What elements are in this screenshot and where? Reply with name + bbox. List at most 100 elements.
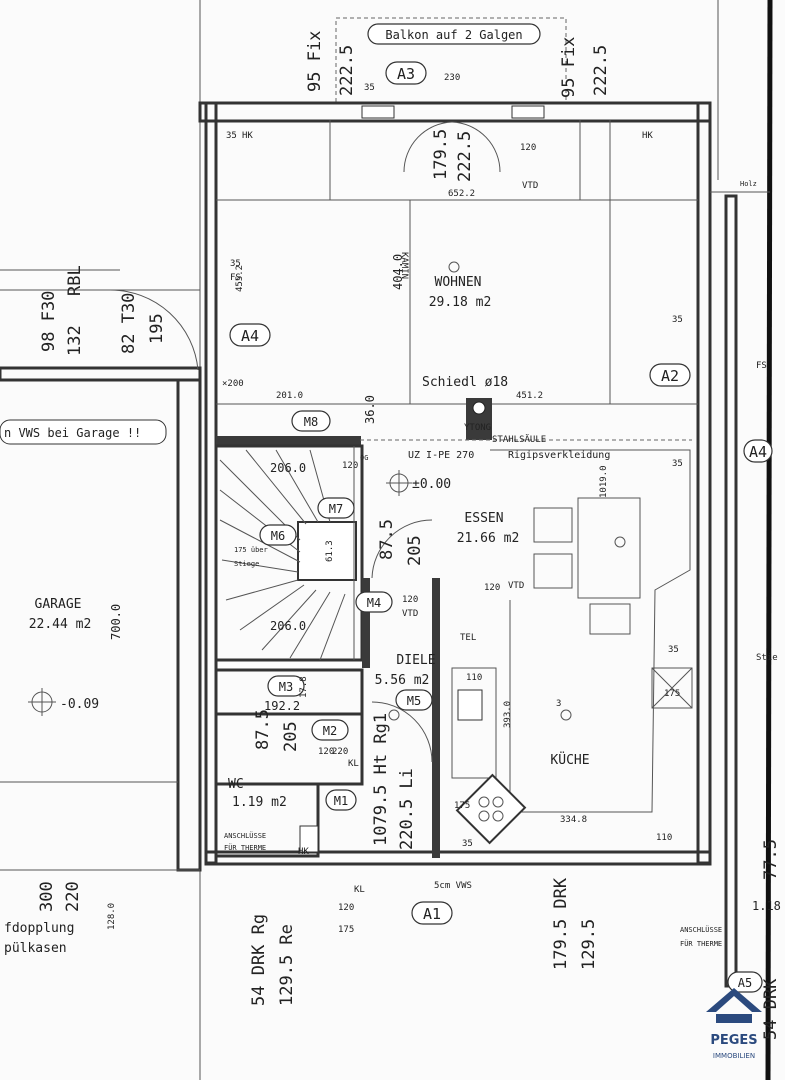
room-wc (214, 782, 320, 858)
dim-195: 195 (147, 313, 167, 344)
dim-201: 201.0 (276, 391, 303, 401)
kitchen-outline (490, 449, 691, 813)
label-kamin: KAMIN (399, 252, 409, 279)
label-hk-1: HK (242, 131, 253, 141)
room-garage-name: GARAGE (35, 597, 82, 612)
dim-2225-mid: 222.5 (455, 131, 475, 182)
stair-wall-top (216, 436, 361, 446)
dim-206a: 206.0 (270, 461, 306, 475)
axis-a5-box (727, 971, 763, 993)
burner-2 (492, 796, 504, 808)
marker-m4: M4 (367, 596, 381, 610)
label-level-main: ±0.00 (412, 477, 451, 492)
label-vws5: 5cm VWS (434, 881, 472, 891)
dim-rbl: RBL (65, 265, 85, 296)
dim-120b: 120 (342, 461, 358, 471)
axis-a2: A2 (661, 367, 679, 385)
marker-m8: M8 (304, 415, 318, 429)
label-kl-1: KL (348, 759, 359, 769)
chair-1 (533, 507, 573, 543)
dim-404: 404.0 (391, 254, 405, 290)
marker-m2: M2 (323, 724, 337, 738)
dim-f30: 98 F30 (39, 291, 59, 352)
dim-175: 175 (454, 801, 470, 811)
label-vtd-3: VTD (508, 581, 524, 591)
door-swing-top-l (403, 121, 453, 173)
label-og: OG (360, 454, 368, 462)
fridge-box (651, 667, 693, 709)
axis-a3: A3 (397, 65, 415, 83)
axis-a4-right: A4 (749, 443, 767, 461)
dim-35b: 35 (462, 839, 473, 849)
dim-455: 455.2 (235, 265, 245, 292)
dim-206b: 206.0 (270, 619, 306, 633)
m5-box (395, 689, 433, 711)
label-hk-3: HK (298, 847, 309, 857)
light-essen-icon (614, 536, 626, 548)
label-uz: UZ I-PE 270 (408, 450, 474, 461)
dim-1280: 128.0 (107, 903, 117, 930)
dim-t30: 82 T30 (119, 293, 139, 354)
dim-2205: 220.5 Li (397, 768, 417, 850)
dim-54-drk-r: 54 DRK (761, 978, 781, 1040)
dim-1795-drk: 179.5 DRK (551, 877, 571, 970)
marker-m5: M5 (407, 694, 421, 708)
kitchen-counter (451, 667, 497, 779)
label-tel: TEL (460, 633, 476, 643)
light-diele-icon (388, 709, 400, 721)
balcony-label: Balkon auf 2 Galgen (385, 28, 522, 42)
logo-sub: IMMOBILIEN (713, 1052, 755, 1060)
dim-360: 36.0 (363, 395, 377, 424)
label-hk-2: HK (642, 131, 653, 141)
room-wc-name: WC (228, 777, 244, 792)
diele-wall-right (432, 578, 440, 858)
room-essen-area: 21.66 m2 (457, 531, 520, 546)
door-swing-top-r (451, 121, 501, 173)
dim-700: 700.0 (109, 604, 123, 640)
dim-178: 17.8 (299, 676, 309, 698)
logo-base-icon (716, 1014, 752, 1023)
label-vtd-1: VTD (522, 181, 538, 191)
dim-3: 3 (556, 699, 561, 709)
room-wohnen-name: WOHNEN (435, 275, 482, 290)
dim-120e: 120 (338, 903, 354, 913)
light-wohnen-icon (448, 261, 460, 273)
right-wall (696, 101, 712, 865)
dim-777: 77.5 (761, 839, 781, 880)
dim-132: 132 (65, 325, 85, 356)
label-holz: Holz (740, 180, 757, 188)
room-diele-area: 5.56 m2 (375, 673, 430, 688)
dim-fix95-l: 95 Fix (305, 31, 325, 92)
label-level-garage: -0.09 (60, 697, 99, 712)
dim-4512: 451.2 (516, 391, 543, 401)
dim-300: 300 (37, 881, 57, 912)
m4-box (355, 591, 393, 613)
dim-220b: 220 (63, 881, 83, 912)
room-wc-area: 1.19 m2 (232, 795, 287, 810)
sheet-edge (765, 0, 773, 1080)
door-swing-m5 (371, 701, 433, 763)
dim-35-fs: 35 (230, 259, 241, 269)
room-wohnen-area: 29.18 m2 (429, 295, 492, 310)
dim-120: 120 (520, 143, 536, 153)
marker-m6: M6 (271, 529, 285, 543)
axis-a2-box (649, 363, 691, 387)
label-fuer-therme: FÜR THERME (224, 843, 266, 852)
burner-4 (492, 810, 504, 822)
marker-m3: M3 (279, 680, 293, 694)
top-wall (198, 101, 712, 123)
door-swing-diele (371, 519, 433, 579)
garage-door-swing (109, 289, 199, 371)
chair-3 (589, 603, 631, 635)
burner-3 (478, 810, 490, 822)
logo-name: PEGES (710, 1033, 757, 1048)
dim-1295-re: 129.5 Re (277, 924, 297, 1006)
label-anschl: ANSCHLÜSSE (224, 831, 266, 840)
dim-35r: 35 (672, 315, 683, 325)
dim-110: 110 (466, 673, 482, 683)
m8-box (291, 410, 331, 432)
m1-box (325, 789, 357, 811)
kitchen-sink-icon (457, 689, 483, 721)
right-neighbour-wall (724, 194, 738, 988)
marker-m1: M1 (334, 794, 348, 808)
